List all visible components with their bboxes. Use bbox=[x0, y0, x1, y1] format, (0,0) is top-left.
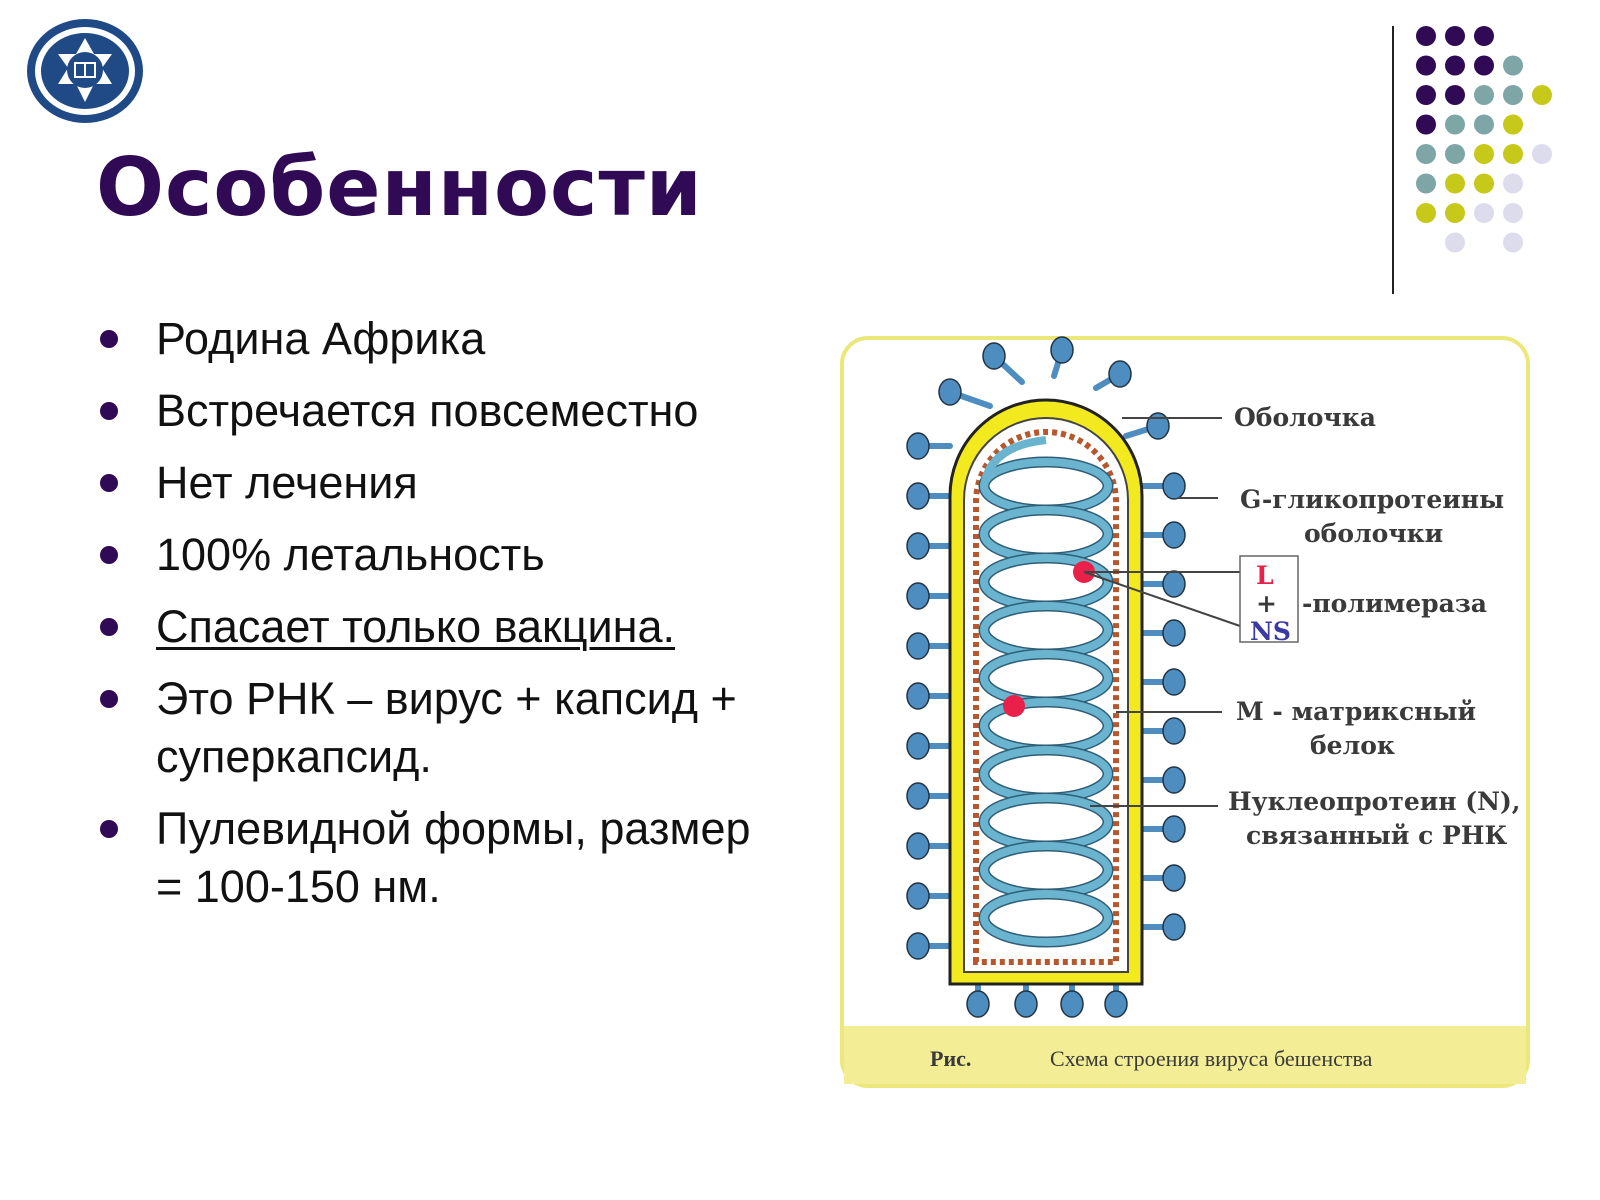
bullet-item: Это РНК – вирус + капсид + суперкапсид. bbox=[96, 670, 786, 786]
decorative-dot bbox=[1474, 55, 1494, 76]
nucleoprotein-helix bbox=[978, 436, 1114, 948]
decorative-dot bbox=[1503, 232, 1523, 253]
decorative-dot bbox=[1474, 144, 1494, 164]
glycoprotein-spike bbox=[1162, 668, 1186, 696]
glycoprotein-spike bbox=[1108, 360, 1132, 388]
decorative-dot bbox=[1532, 85, 1552, 105]
label-nucleoprotein-2: связанный с РНК bbox=[1246, 821, 1507, 850]
label-matrix: М - матриксный bbox=[1236, 697, 1476, 726]
glycoprotein-spike bbox=[906, 632, 930, 660]
glycoprotein-spike bbox=[1014, 990, 1038, 1018]
bullet-item: Встречается повсеместно bbox=[96, 382, 786, 440]
glycoprotein-spike bbox=[1050, 336, 1074, 364]
label-ns: NS bbox=[1250, 617, 1291, 646]
bullet-list: Родина Африка Встречается повсеместно Не… bbox=[96, 310, 786, 930]
glycoprotein-spike bbox=[906, 482, 930, 510]
figure-caption: Схема строения вируса бешенства bbox=[1050, 1046, 1373, 1071]
glycoprotein-spike bbox=[1162, 570, 1186, 598]
decorative-dot bbox=[1503, 85, 1523, 105]
decorative-dot bbox=[1532, 144, 1552, 164]
bullet-item-underlined: Спасает только вакцина. bbox=[96, 598, 786, 656]
glycoprotein-spike bbox=[1162, 815, 1186, 843]
decorative-dot bbox=[1474, 114, 1494, 135]
glycoprotein-spike bbox=[906, 882, 930, 910]
glycoprotein-spike bbox=[1162, 619, 1186, 647]
caption-band bbox=[844, 1026, 1526, 1084]
caption-prefix: Рис. bbox=[930, 1046, 971, 1071]
decorative-dot bbox=[1503, 173, 1523, 194]
polymerase-box bbox=[1239, 555, 1299, 643]
glycoprotein-spike bbox=[1060, 990, 1084, 1018]
bullet-item: 100% летальность bbox=[96, 526, 786, 584]
label-glycoprotein-2: оболочки bbox=[1304, 519, 1443, 548]
glycoprotein-spike bbox=[906, 432, 930, 460]
glycoprotein-spike bbox=[982, 342, 1006, 370]
glycoprotein-spike bbox=[966, 990, 990, 1018]
decorative-dot bbox=[1445, 55, 1465, 76]
decorative-dot bbox=[1474, 85, 1494, 105]
glycoprotein-spike bbox=[1146, 412, 1170, 440]
decorative-dot bbox=[1503, 144, 1523, 164]
glycoprotein-spike bbox=[1104, 990, 1128, 1018]
decorative-dot bbox=[1474, 173, 1494, 194]
label-polymerase: -полимераза bbox=[1302, 589, 1487, 618]
glycoprotein-spike bbox=[1162, 766, 1186, 794]
label-nucleoprotein: Нуклеопротеин (N), bbox=[1228, 787, 1521, 816]
label-glycoprotein: G-гликопротеины bbox=[1240, 485, 1504, 514]
matrix-protein-layer bbox=[973, 429, 1119, 965]
label-plus: + bbox=[1256, 589, 1277, 618]
decorative-dot bbox=[1416, 203, 1436, 223]
rabies-virus-diagram: Оболочка G-гликопротеины оболочки L + NS… bbox=[840, 336, 1530, 1088]
label-l: L bbox=[1256, 561, 1274, 590]
glycoprotein-spike bbox=[1162, 864, 1186, 892]
decorative-dot bbox=[1416, 173, 1436, 194]
slide-title: Особенности bbox=[96, 141, 703, 234]
decorative-dot bbox=[1474, 26, 1494, 46]
decorative-dot-grid bbox=[1416, 26, 1552, 253]
vertical-divider bbox=[1392, 26, 1394, 294]
polymerase-dot bbox=[1003, 695, 1025, 717]
decorative-dot bbox=[1445, 85, 1465, 105]
glycoprotein-spike bbox=[906, 682, 930, 710]
glycoprotein-spike bbox=[906, 832, 930, 860]
glycoprotein-spike bbox=[906, 582, 930, 610]
decorative-dot bbox=[1474, 203, 1494, 223]
decorative-dot bbox=[1445, 173, 1465, 194]
decorative-dot bbox=[1445, 232, 1465, 253]
decorative-dot bbox=[1416, 114, 1436, 135]
bullet-item: Родина Африка bbox=[96, 310, 786, 368]
decorative-dot bbox=[1416, 144, 1436, 164]
decorative-dot bbox=[1445, 144, 1465, 164]
leader-lines bbox=[1083, 417, 1241, 807]
glycoprotein-spike bbox=[906, 732, 930, 760]
decorative-dot bbox=[1503, 114, 1523, 135]
bullet-item: Нет лечения bbox=[96, 454, 786, 512]
helix-coil bbox=[980, 890, 1112, 946]
glycoprotein-spike bbox=[1162, 472, 1186, 500]
decorative-dot bbox=[1445, 203, 1465, 223]
glycoprotein-spike bbox=[938, 378, 962, 406]
label-matrix-2: белок bbox=[1310, 731, 1395, 760]
decorative-dot bbox=[1416, 26, 1436, 46]
glycoprotein-spikes bbox=[906, 336, 1186, 1018]
glycoprotein-spike bbox=[1162, 913, 1186, 941]
decorative-dot bbox=[1416, 55, 1436, 76]
glycoprotein-spike bbox=[1162, 521, 1186, 549]
glycoprotein-spike bbox=[906, 932, 930, 960]
label-envelope: Оболочка bbox=[1234, 403, 1376, 432]
decorative-dot bbox=[1445, 26, 1465, 46]
decorative-dot bbox=[1445, 114, 1465, 135]
decorative-dot bbox=[1416, 85, 1436, 105]
bullet-item: Пулевидной формы, размер = 100-150 нм. bbox=[96, 800, 786, 916]
decorative-dot bbox=[1503, 55, 1523, 76]
glycoprotein-spike bbox=[1162, 717, 1186, 745]
glycoprotein-spike bbox=[906, 782, 930, 810]
decorative-dot bbox=[1503, 203, 1523, 223]
glycoprotein-spike bbox=[906, 532, 930, 560]
academy-logo bbox=[27, 19, 143, 123]
